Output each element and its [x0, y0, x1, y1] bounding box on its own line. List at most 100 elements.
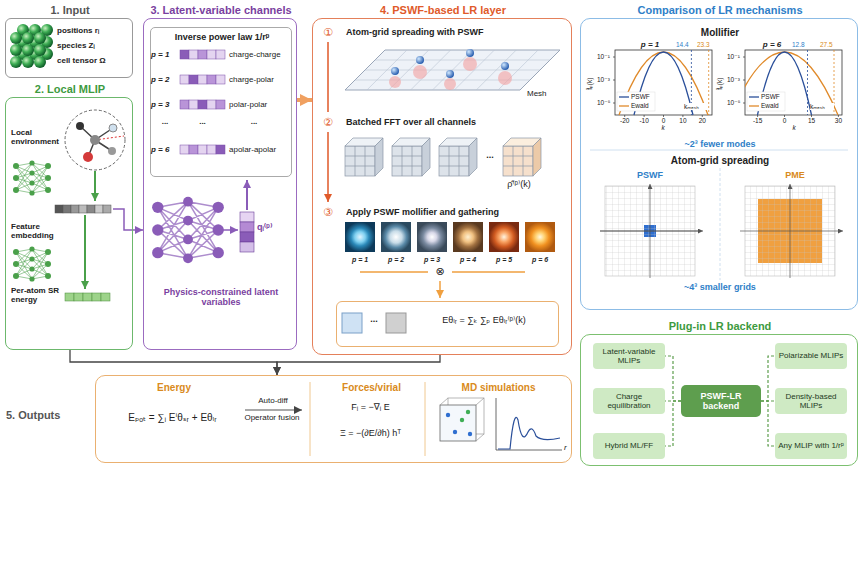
panel-text: MD simulations: [431, 382, 566, 394]
mesh-illustration: [466, 49, 474, 57]
annotation-label: charge-polar: [229, 75, 291, 84]
fft-cubes: [439, 146, 469, 176]
panel-heading: 4. PSWF-based LR layer: [313, 4, 573, 17]
annotation-label: p = 2: [151, 75, 179, 84]
energy-formula-box: Eθₗᵣ = ∑ₖ ∑ₚ Eθₗᵣ⁽ᵖ⁾(k): [336, 301, 559, 347]
annotation-label: ...: [229, 117, 279, 126]
channel-bars: [216, 50, 225, 59]
channel-bars: [180, 100, 189, 109]
panel-text: Atom-grid spreading with PSWF: [346, 27, 561, 37]
annotation-label: 20: [694, 117, 710, 124]
fft-cubes: [345, 138, 541, 176]
channel-squares: [386, 313, 406, 333]
fft-cubes: [439, 146, 469, 176]
panel-text: ~4³ smaller grids: [581, 282, 859, 292]
autodiff-arrow: [245, 409, 302, 410]
panel-heading: 2. Local MLIP: [6, 83, 134, 96]
panel-text: Energy: [104, 382, 244, 394]
annotation-label: ①: [321, 26, 335, 39]
crystal-illustration: [34, 44, 46, 56]
crystal-illustration: [34, 32, 46, 44]
box-label: Hybrid ML/FF: [596, 441, 662, 450]
mollifier-chart: [619, 52, 708, 115]
annotation-label: ②: [321, 116, 335, 129]
fft-cubes: [345, 146, 375, 176]
annotation-label: -20: [617, 117, 633, 124]
divider: [720, 168, 721, 280]
channel-bars: [198, 100, 207, 109]
mollifier-squares: [489, 222, 519, 252]
connector: [761, 356, 775, 401]
annotation-label: Auto-diff: [242, 396, 304, 405]
local-environment: [108, 147, 116, 155]
annotation-label: f̂ₚ(k): [586, 72, 593, 96]
panel-heading: 1. Input: [6, 4, 134, 17]
annotation-label: p = 1: [630, 40, 670, 49]
crystal-illustration: [10, 24, 53, 68]
md-box: [446, 413, 450, 417]
mollifier-chart: [615, 50, 712, 115]
panel-heading: 5. Outputs: [6, 409, 92, 422]
annotation-label: 14.4: [676, 41, 692, 48]
neural-network-icon: [152, 197, 224, 263]
channel-bars: [207, 75, 216, 84]
latent-vector: [240, 222, 254, 232]
feature-vector: [87, 205, 95, 213]
connector: [277, 355, 440, 375]
channel-bars: [198, 145, 207, 154]
annotation-label: 30: [830, 117, 846, 124]
connector: [297, 98, 312, 102]
channel-bars: [207, 100, 216, 109]
annotation-label: p = 1: [151, 50, 179, 59]
mollifier-chart: [745, 52, 838, 115]
annotation-label: p = 2: [381, 256, 411, 264]
crystal-illustration: [22, 56, 34, 68]
crystal-illustration: [10, 32, 22, 44]
flow-arrow: [439, 281, 441, 298]
local-environment: [109, 124, 117, 132]
lr-layer-panel: 4. PSWF-based LR layerAtom-grid spreadin…: [312, 18, 572, 355]
crystal-illustration: [22, 32, 34, 44]
annotation-label: charge-charge: [229, 50, 291, 59]
annotation-label: polar-polar: [229, 100, 291, 109]
annotation-label: PME: [765, 170, 825, 180]
panel-text: Local environment: [11, 128, 63, 146]
mollifier-squares: [381, 222, 411, 252]
spreading-grid: [600, 184, 703, 278]
mollifier-chart: [749, 96, 759, 97]
channel-bars: [198, 75, 207, 84]
mollifier-squares: [345, 222, 375, 252]
mesh-illustration: [389, 76, 401, 88]
annotation-label: ρ̂⁽ᵖ⁾(k): [494, 179, 544, 189]
latent-vector: [240, 232, 254, 242]
channel-bars: [189, 75, 198, 84]
annotation-label: 27.5: [820, 41, 836, 48]
annotation-label: ...: [364, 314, 384, 324]
panel-text: Per-atom SR energy: [11, 286, 69, 304]
annotation-label: k: [658, 124, 668, 131]
local-environment: [90, 135, 100, 145]
flow-line: [113, 209, 133, 230]
channel-bars: [216, 100, 225, 109]
mesh-illustration: [444, 78, 456, 90]
fft-cubes: [533, 138, 541, 176]
mollifier-chart: [708, 50, 709, 115]
latent-vector: [240, 242, 254, 252]
annotation-label: Operator fusion: [232, 413, 312, 422]
local-environment: [65, 110, 125, 170]
latent-channels-panel: 3. Latent-variable channelsPhysics-const…: [143, 18, 297, 350]
annotation-label: 10: [675, 117, 691, 124]
mollifier-chart: [619, 105, 629, 106]
panel-heading: 3. Latent-variable channels: [130, 4, 312, 17]
annotation-label: 10⁻⁵: [727, 99, 744, 106]
annotation-label: ③: [321, 206, 335, 219]
md-box: [440, 398, 484, 441]
feature-vector: [95, 205, 103, 213]
annotation-label: 10⁻³: [727, 76, 744, 83]
spreading-grid: [600, 231, 703, 232]
backend-option-box: Latent-variable MLIPs: [593, 343, 665, 369]
backend-option-box: Density-based MLIPs: [775, 388, 847, 414]
annotation-label: 0: [656, 117, 672, 124]
annotation-label: ...: [479, 150, 501, 160]
